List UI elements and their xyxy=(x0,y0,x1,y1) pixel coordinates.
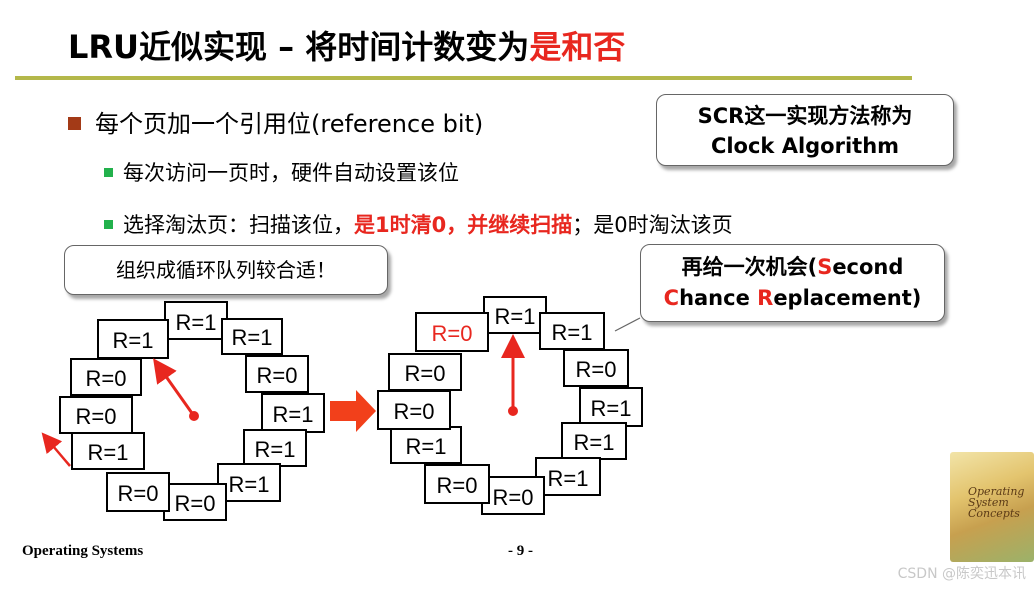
frame-label: R=0 xyxy=(86,366,127,391)
sub2-c: ；是0时淘汰该页 xyxy=(572,213,733,237)
clock-hand-left xyxy=(153,358,196,417)
second-l2-C: C xyxy=(663,286,680,310)
frame-label: R=1 xyxy=(176,310,217,335)
frame-label: R=1 xyxy=(88,440,129,465)
frame-box: R=1 xyxy=(539,312,605,350)
book-cover-image: Operating System Concepts xyxy=(950,452,1034,562)
callout-second-chance: 再给一次机会(Second Chance Replacement) xyxy=(640,244,945,322)
frame-box: R=1 xyxy=(217,463,281,502)
second-l2-post: eplacement) xyxy=(773,286,922,310)
second-l2-mid: hance xyxy=(679,286,758,310)
frame-label: R=1 xyxy=(406,434,447,459)
frame-box: R=1 xyxy=(97,319,169,359)
frame-box: R=0 xyxy=(377,390,451,430)
frame-box: R=0 xyxy=(563,349,629,387)
sub2-b: 是1时清0，并继续扫描 xyxy=(354,213,573,237)
frame-box: R=0 xyxy=(388,353,462,391)
bullet-reference-bit: 每个页加一个引用位(reference bit) xyxy=(68,104,483,139)
frame-label-highlighted: R=0 xyxy=(432,321,473,346)
right-ring: R=1 R=1 R=0 R=1 R=1 R=1 R=0 R=0 R=1 R=0 … xyxy=(377,296,643,515)
frame-label: R=0 xyxy=(576,357,617,382)
bullet-main-text: 每个页加一个引用位(reference bit) xyxy=(95,110,484,138)
frame-label: R=0 xyxy=(175,491,216,516)
frame-box: R=1 xyxy=(561,422,627,460)
frame-label: R=0 xyxy=(257,363,298,388)
frame-box: R=1 xyxy=(261,393,325,433)
frame-box: R=0 xyxy=(481,476,545,515)
frame-box: R=1 xyxy=(243,429,307,467)
frame-label: R=0 xyxy=(118,481,159,506)
book-cover-title: Operating System Concepts xyxy=(968,485,1025,520)
square-bullet-icon xyxy=(104,219,113,229)
frame-label: R=1 xyxy=(552,320,593,345)
title-underline xyxy=(15,76,912,80)
frame-label: R=1 xyxy=(548,466,589,491)
frame-box: R=1 xyxy=(579,387,643,427)
frame-box: R=0 xyxy=(245,355,309,393)
frame-box: R=1 xyxy=(390,426,462,464)
frame-label: R=0 xyxy=(437,473,478,498)
footer-page-number: - 9 - xyxy=(508,543,533,559)
frame-label: R=1 xyxy=(574,430,615,455)
frame-label: R=1 xyxy=(232,325,273,350)
transition-arrow-icon xyxy=(330,390,376,432)
frame-box: R=0 xyxy=(59,396,133,434)
frame-label: R=1 xyxy=(495,304,536,329)
clock-hand-pivot-left xyxy=(189,411,199,421)
frame-label: R=1 xyxy=(255,437,296,462)
frame-box: R=1 xyxy=(164,301,228,340)
frame-label: R=0 xyxy=(405,361,446,386)
callout-clock-algorithm: SCR这一实现方法称为 Clock Algorithm xyxy=(656,94,954,166)
frame-box: R=0 xyxy=(415,312,489,352)
frame-box: R=1 xyxy=(221,318,283,355)
frame-box: R=1 xyxy=(483,296,547,334)
rotation-arrow-icon xyxy=(41,432,71,467)
watermark: CSDN @陈奕迅本讯 xyxy=(897,566,1026,582)
title-highlight: 是和否 xyxy=(529,28,626,66)
frame-label: R=0 xyxy=(493,485,534,510)
frame-label: R=1 xyxy=(113,328,154,353)
sub1-text: 每次访问一页时，硬件自动设置该位 xyxy=(123,161,459,185)
frame-box: R=0 xyxy=(424,464,490,504)
frame-label: R=1 xyxy=(273,402,314,427)
second-l1-post: econd xyxy=(832,255,904,279)
sub2-a: 选择淘汰页：扫描该位， xyxy=(123,213,354,237)
frame-box: R=1 xyxy=(71,432,145,470)
footer-course: Operating Systems xyxy=(22,543,144,559)
callout-pointer-line xyxy=(614,317,641,332)
frame-label: R=1 xyxy=(591,396,632,421)
callout-scr-line1: SCR这一实现方法称为 xyxy=(697,104,913,128)
second-l2-R: R xyxy=(757,286,774,310)
sub-bullet-2: 选择淘汰页：扫描该位，是1时清0，并继续扫描；是0时淘汰该页 xyxy=(104,209,733,239)
frame-box: R=0 xyxy=(70,358,142,396)
slide-title: LRU近似实现 – 将时间计数变为是和否 xyxy=(68,22,625,68)
callout-circular-queue: 组织成循环队列较合适！ xyxy=(64,245,388,295)
title-main: LRU近似实现 – 将时间计数变为 xyxy=(68,28,530,66)
frame-box: R=1 xyxy=(535,457,601,496)
second-l1-pre: 再给一次机会( xyxy=(681,255,818,279)
frame-box: R=0 xyxy=(106,472,170,512)
frame-label: R=0 xyxy=(394,399,435,424)
square-bullet-icon xyxy=(68,116,81,130)
callout-scr-line2: Clock Algorithm xyxy=(710,134,900,158)
sub-bullet-1: 每次访问一页时，硬件自动设置该位 xyxy=(104,157,459,187)
left-ring: R=1 R=1 R=0 R=1 R=1 R=1 R=0 R=0 R=1 R=0 … xyxy=(59,301,325,521)
square-bullet-icon xyxy=(104,167,113,177)
second-l1-S: S xyxy=(817,255,833,279)
frame-label: R=1 xyxy=(229,472,270,497)
callout-ring-text: 组织成循环队列较合适！ xyxy=(116,258,336,282)
frame-box: R=0 xyxy=(163,483,227,521)
clock-hand-pivot-right xyxy=(508,406,518,416)
frame-label: R=0 xyxy=(76,404,117,429)
